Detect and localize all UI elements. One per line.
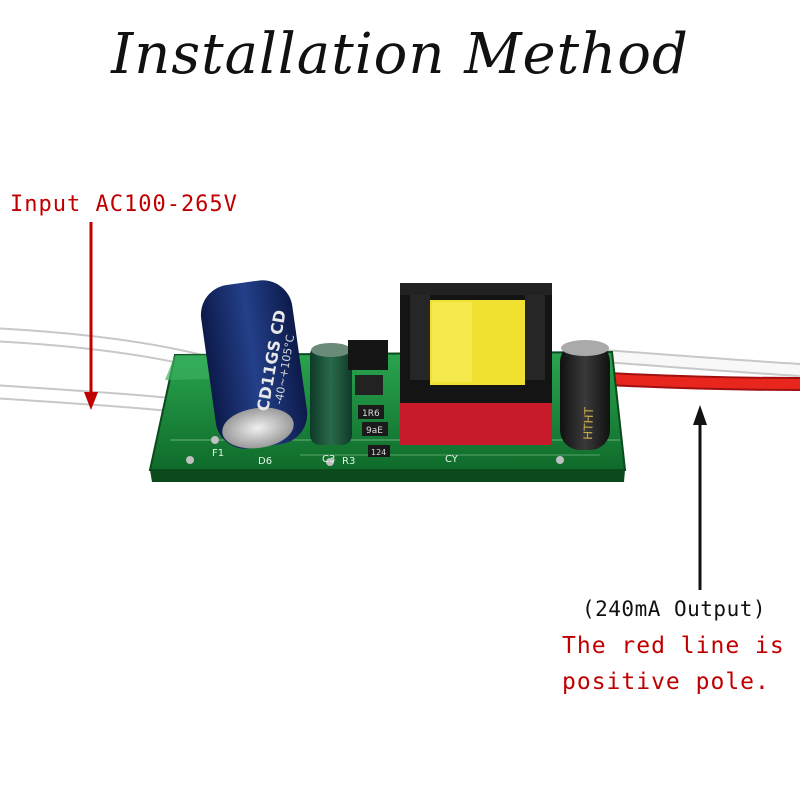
input-label: Input AC100-265V: [10, 192, 238, 217]
output-label: (240mA Output): [582, 597, 767, 621]
silk-d6: D6: [258, 456, 272, 467]
black-capacitor: HTHT: [560, 340, 610, 450]
page-title: Installation Method: [111, 22, 689, 87]
silk-cy: CY: [445, 454, 459, 465]
input-arrow: [84, 222, 98, 410]
smd-2-label: 9aE: [366, 426, 383, 436]
polarity-note: The red line is positive pole.: [562, 628, 785, 700]
power-transistor: [348, 340, 388, 395]
output-arrow: [693, 405, 707, 590]
smd-components: 1R6 9aE 124: [358, 405, 390, 457]
blue-capacitor: CD11GS CD -40~+105°C: [200, 280, 308, 449]
polarity-note-line-1: The red line is: [562, 633, 785, 659]
cap-small-marking: HTHT: [581, 406, 596, 440]
smd-3-label: 124: [371, 448, 386, 457]
smd-1-label: 1R6: [362, 409, 380, 419]
output-wires: [589, 348, 800, 391]
green-capacitor: [310, 343, 352, 445]
silk-f1: F1: [212, 448, 224, 459]
transformer: [400, 283, 552, 445]
silk-c3: C3: [322, 454, 335, 465]
polarity-note-line-2: positive pole.: [562, 669, 770, 695]
silk-r3: R3: [342, 456, 355, 467]
